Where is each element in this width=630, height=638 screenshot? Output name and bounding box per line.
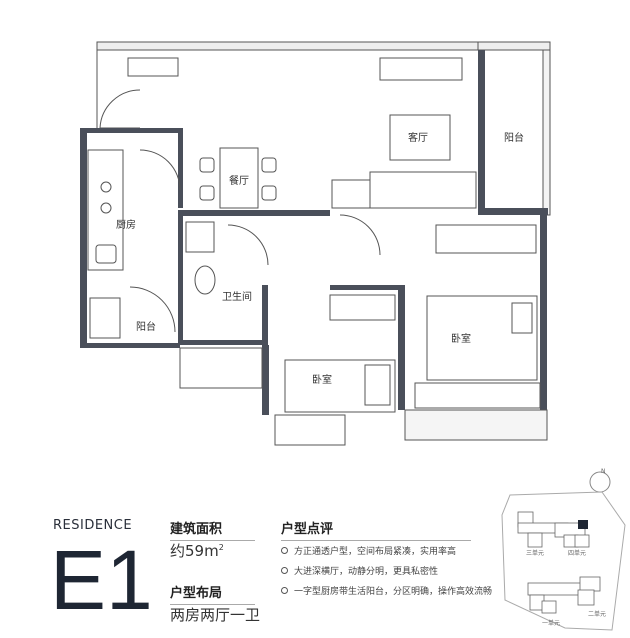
room-label-dining: 餐厅 <box>229 174 249 187</box>
bay-window <box>414 382 541 409</box>
kitchen-door <box>139 149 181 191</box>
area-unit-sup: 2 <box>218 543 224 552</box>
site-plan: N 三单元 四单元 一单元 二单元 <box>501 468 626 631</box>
layout-title: 户型布局 <box>170 582 255 605</box>
kitchen-counter <box>87 149 124 271</box>
master-bed <box>426 295 538 381</box>
unit-label: 二单元 <box>588 610 606 618</box>
review-point: 大进深横厅，动静分明，更具私密性 <box>281 560 492 580</box>
coffee-table <box>389 114 451 161</box>
bedroom-door-1 <box>339 214 381 256</box>
area-number: 约59m <box>170 542 219 560</box>
room-label-second-bedroom: 卧室 <box>312 373 332 386</box>
floor-plan: 客厅 阳台 餐厅 厨房 卫生间 阳台 卧室 卧室 <box>80 41 551 446</box>
wardrobe-1 <box>435 224 537 254</box>
top-wall <box>96 41 479 51</box>
review-text: 一字型厨房带生活阳台，分区明确，操作高效流畅 <box>294 586 493 597</box>
toilet <box>194 265 216 295</box>
layout-value: 两房两厅一卫 <box>170 606 261 624</box>
tv-cabinet <box>379 57 463 81</box>
second-bed <box>284 359 396 413</box>
walls <box>80 50 548 415</box>
basin <box>185 221 215 253</box>
unit-highlight <box>578 520 588 529</box>
window-2 <box>274 414 346 446</box>
sofa <box>369 171 477 209</box>
unit-label: 一单元 <box>542 619 560 627</box>
washer <box>89 297 121 339</box>
room-label-kitchen-balcony: 阳台 <box>136 320 156 333</box>
review-title: 户型点评 <box>281 518 471 541</box>
balcony-railing <box>542 49 551 216</box>
review-text: 大进深横厅，动静分明，更具私密性 <box>294 566 439 577</box>
bathroom-door <box>227 224 269 266</box>
review-point: 一字型厨房带生活阳台，分区明确，操作高效流畅 <box>281 580 492 600</box>
room-label-kitchen: 厨房 <box>116 218 136 231</box>
review-text: 方正通透户型，空间布局紧凑，实用率高 <box>294 546 457 557</box>
review-point: 方正通透户型，空间布局紧凑，实用率高 <box>281 540 492 560</box>
room-label-bathroom: 卫生间 <box>222 290 252 303</box>
entry-door <box>99 89 141 129</box>
dining-table <box>219 147 259 209</box>
room-label-balcony: 阳台 <box>504 131 524 144</box>
sink <box>95 244 117 264</box>
compass-icon <box>589 471 611 493</box>
residence-label: RESIDENCE <box>53 518 133 533</box>
room-label-master-bedroom: 卧室 <box>451 332 471 345</box>
unit-label: 四单元 <box>568 549 586 557</box>
room-label-living: 客厅 <box>408 131 428 144</box>
area-value: 约59m2 <box>170 540 224 561</box>
shoe-cabinet <box>127 57 179 77</box>
wardrobe-2 <box>329 294 396 321</box>
unit-code: E1 <box>50 533 153 627</box>
area-title: 建筑面积 <box>170 518 255 541</box>
north-label: N <box>601 468 606 475</box>
unit-label: 三单元 <box>526 549 544 557</box>
review-list: 方正通透户型，空间布局紧凑，实用率高 大进深横厅，动静分明，更具私密性 一字型厨… <box>281 540 492 600</box>
kitchen-balcony-rail <box>179 347 263 389</box>
